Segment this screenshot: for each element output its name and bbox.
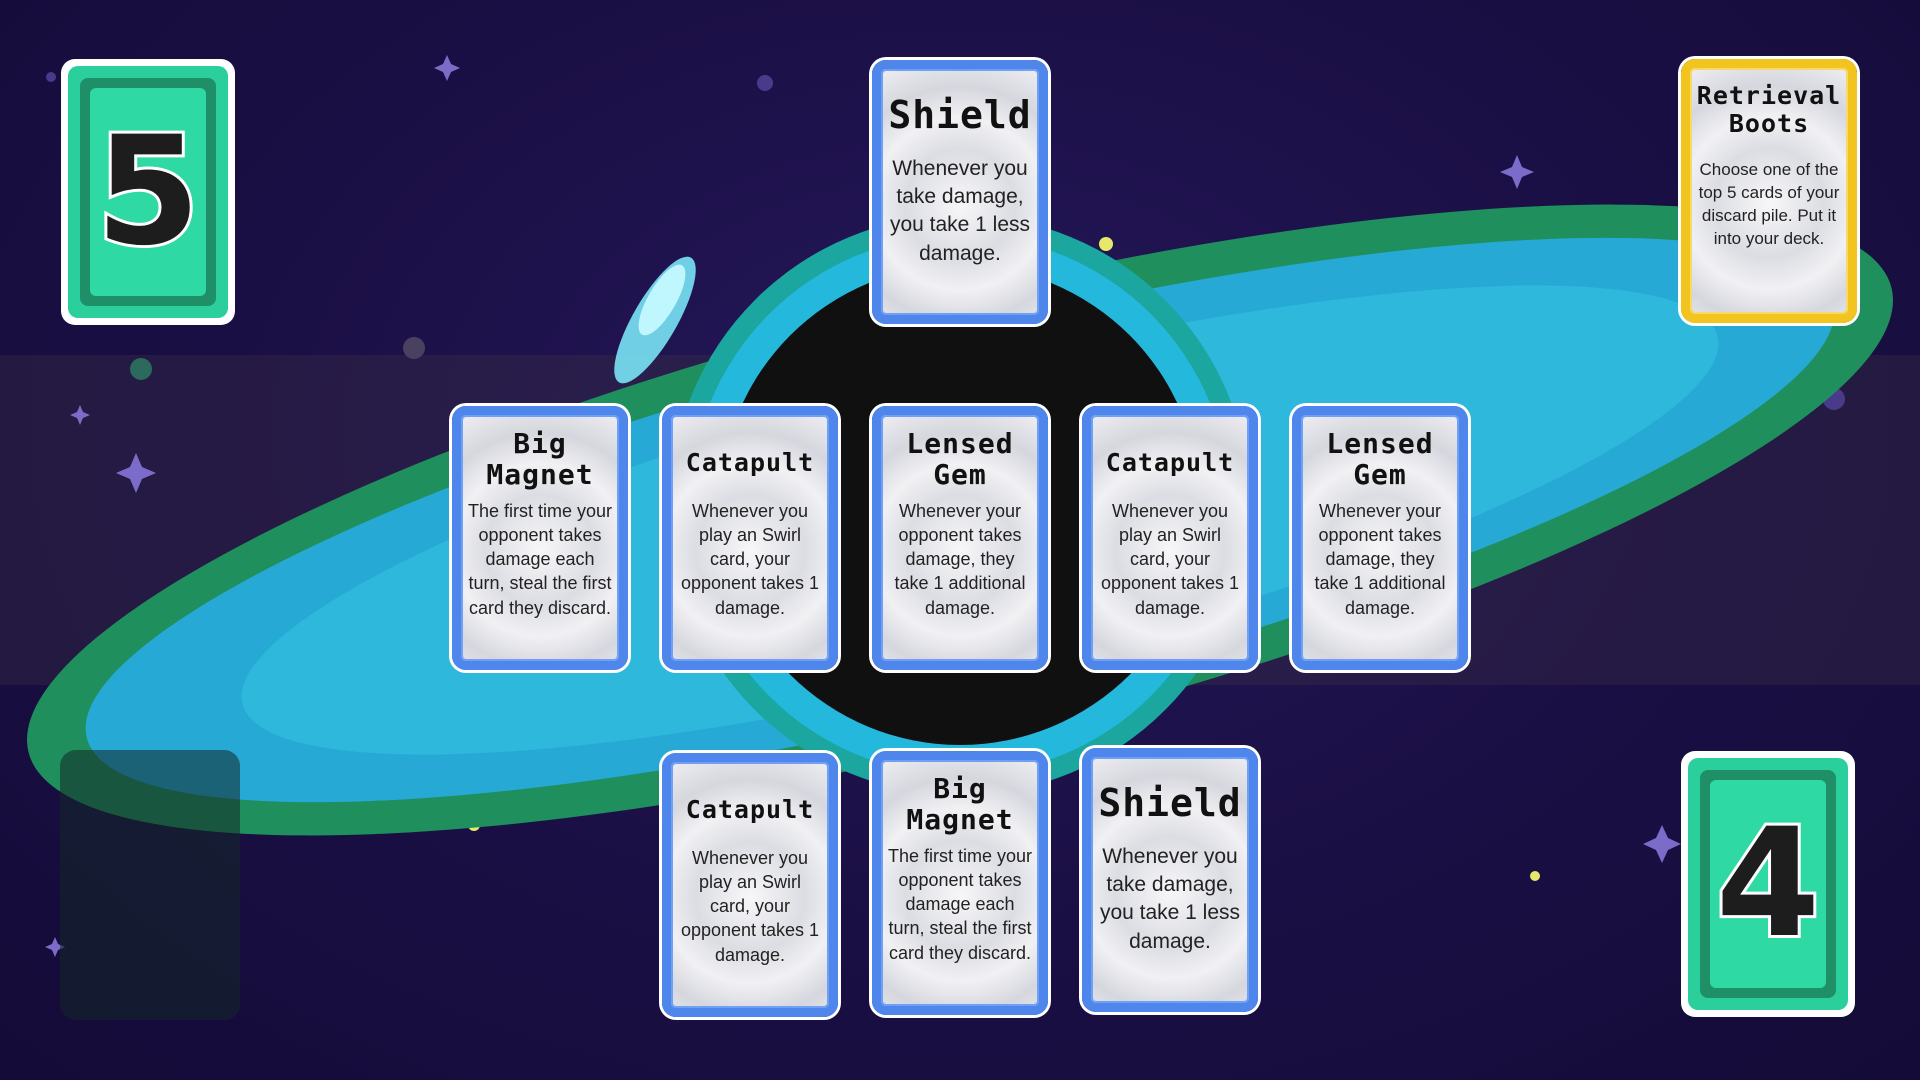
card-text: The first time your opponent takes damag… bbox=[887, 845, 1033, 963]
card-catapult[interactable]: Catapult Whenever you play an Swirl card… bbox=[662, 406, 838, 670]
card-shield-opponent[interactable]: Shield Whenever you take damage, you tak… bbox=[872, 60, 1048, 324]
counter-frame: 5 bbox=[68, 66, 228, 318]
opponent-deck-count: 5 bbox=[93, 102, 203, 282]
card-catapult[interactable]: Catapult Whenever you play an Swirl card… bbox=[662, 753, 838, 1017]
card-lensed-gem[interactable]: Lensed Gem Whenever your opponent takes … bbox=[1292, 406, 1468, 670]
card-text: Whenever you play an Swirl card, your op… bbox=[680, 500, 820, 618]
counter-frame: 4 bbox=[1688, 758, 1848, 1010]
card-lensed-gem[interactable]: Lensed Gem Whenever your opponent takes … bbox=[872, 406, 1048, 670]
card-text: Whenever you play an Swirl card, your op… bbox=[680, 847, 820, 965]
card-title: Lensed Gem bbox=[1326, 427, 1434, 491]
card-title: Big Magnet bbox=[486, 427, 594, 491]
player-deck-counter[interactable]: 4 bbox=[1681, 751, 1855, 1017]
card-title: Shield bbox=[1098, 781, 1242, 825]
card-title: Catapult bbox=[1105, 448, 1235, 477]
card-text: Whenever you take damage, you take 1 les… bbox=[889, 156, 1031, 265]
star-icons bbox=[45, 55, 1681, 957]
card-text: Whenever your opponent takes damage, the… bbox=[894, 500, 1026, 618]
card-title: Catapult bbox=[685, 795, 815, 824]
card-text: Choose one of the top 5 cards of your di… bbox=[1698, 160, 1840, 248]
card-text: The first time your opponent takes damag… bbox=[467, 500, 613, 618]
card-title: Big Magnet bbox=[906, 772, 1014, 836]
player-deck-count: 4 bbox=[1713, 794, 1823, 974]
card-shield[interactable]: Shield Whenever you take damage, you tak… bbox=[1082, 748, 1258, 1012]
card-title: Retrieval Boots bbox=[1696, 81, 1842, 138]
card-text: Whenever you take damage, you take 1 les… bbox=[1099, 844, 1241, 953]
opponent-deck-counter[interactable]: 5 bbox=[61, 59, 235, 325]
card-catapult[interactable]: Catapult Whenever you play an Swirl card… bbox=[1082, 406, 1258, 670]
card-big-magnet[interactable]: Big Magnet The first time your opponent … bbox=[452, 406, 628, 670]
card-text: Whenever you play an Swirl card, your op… bbox=[1100, 500, 1240, 618]
card-title: Lensed Gem bbox=[906, 427, 1014, 491]
card-big-magnet[interactable]: Big Magnet The first time your opponent … bbox=[872, 751, 1048, 1015]
card-title: Shield bbox=[888, 93, 1032, 137]
card-retrieval-boots[interactable]: Retrieval Boots Choose one of the top 5 … bbox=[1681, 59, 1857, 323]
card-text: Whenever your opponent takes damage, the… bbox=[1314, 500, 1446, 618]
card-title: Catapult bbox=[685, 448, 815, 477]
empty-card-slot[interactable] bbox=[60, 750, 240, 1020]
